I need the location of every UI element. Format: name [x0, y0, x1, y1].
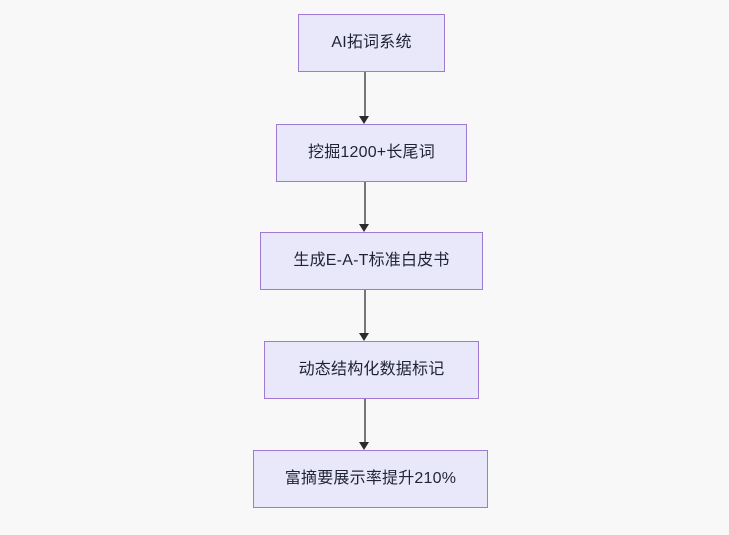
edge-connector: [363, 72, 366, 116]
flowchart-node-label: 挖掘1200+长尾词: [308, 144, 435, 161]
flowchart-node[interactable]: 动态结构化数据标记: [264, 341, 479, 399]
flowchart-node[interactable]: AI拓词系统: [298, 14, 445, 72]
flowchart-node-label: AI拓词系统: [331, 34, 412, 51]
arrow-down-icon: [359, 116, 369, 124]
flowchart-node[interactable]: 富摘要展示率提升210%: [253, 450, 488, 508]
edge-connector: [363, 182, 366, 224]
arrow-down-icon: [359, 333, 369, 341]
flowchart-node[interactable]: 生成E-A-T标准白皮书: [260, 232, 483, 290]
flowchart-node-label: 富摘要展示率提升210%: [284, 470, 457, 487]
edge-connector: [363, 290, 366, 333]
flowchart-node[interactable]: 挖掘1200+长尾词: [276, 124, 467, 182]
flowchart-node-label: 动态结构化数据标记: [298, 361, 445, 378]
arrow-down-icon: [359, 224, 369, 232]
flowchart-node-label: 生成E-A-T标准白皮书: [293, 252, 450, 269]
edge-connector: [363, 399, 366, 442]
arrow-down-icon: [359, 442, 369, 450]
